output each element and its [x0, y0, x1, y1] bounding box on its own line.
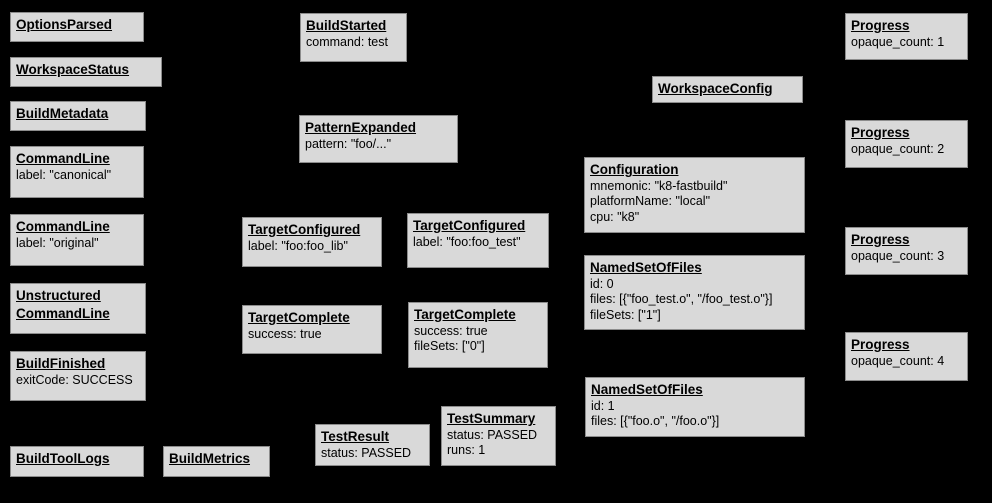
node-title: BuildToolLogs — [16, 451, 110, 466]
node-title: PatternExpanded — [305, 120, 417, 135]
node-detail: opaque_count: 1 — [851, 34, 945, 49]
node-title: CommandLine — [16, 219, 110, 234]
node-detail: cpu: "k8" — [590, 209, 640, 224]
node-detail: opaque_count: 2 — [851, 141, 945, 156]
node-title: TargetConfigured — [413, 218, 526, 233]
workspace-status-node: WorkspaceStatus — [10, 57, 162, 87]
node-title: OptionsParsed — [16, 17, 113, 32]
options-parsed-node: OptionsParsed — [10, 12, 144, 42]
node-detail: status: PASSED — [321, 445, 412, 460]
node-detail: files: [{"foo.o", "/foo.o"}] — [591, 414, 720, 429]
node-title: Progress — [851, 125, 910, 140]
node-detail: id: 1 — [591, 398, 615, 413]
node-detail: pattern: "foo/..." — [305, 136, 392, 151]
node-detail: opaque_count: 4 — [851, 353, 945, 368]
node-title: TargetComplete — [414, 307, 516, 322]
unstructured-command-line-node: Unstructured CommandLine — [10, 283, 146, 334]
node-detail: exitCode: SUCCESS — [16, 372, 133, 387]
node-title: BuildFinished — [16, 356, 106, 371]
build-metadata-node: BuildMetadata — [10, 101, 146, 131]
node-title: Progress — [851, 18, 910, 33]
node-detail: label: "foo:foo_lib" — [248, 238, 348, 253]
node-detail: label: "original" — [16, 235, 99, 250]
node-detail: platformName: "local" — [590, 194, 711, 209]
node-detail: id: 0 — [590, 276, 614, 291]
node-title: Unstructured CommandLine — [16, 288, 110, 321]
node-title: NamedSetOfFiles — [591, 382, 703, 397]
build-metrics-node: BuildMetrics — [163, 446, 270, 477]
node-detail: label: "foo:foo_test" — [413, 234, 521, 249]
node-title: CommandLine — [16, 151, 110, 166]
node-title: WorkspaceStatus — [16, 62, 130, 77]
node-detail: fileSets: ["1"] — [590, 307, 661, 322]
node-detail: files: [{"foo_test.o", "/foo_test.o"}] — [590, 292, 773, 307]
node-detail: label: "canonical" — [16, 167, 112, 182]
node-title: Progress — [851, 337, 910, 352]
node-detail: runs: 1 — [447, 443, 486, 458]
node-detail: status: PASSED — [447, 427, 538, 442]
node-title: WorkspaceConfig — [658, 81, 773, 96]
node-detail: mnemonic: "k8-fastbuild" — [590, 178, 728, 193]
node-detail: fileSets: ["0"] — [414, 339, 485, 354]
node-title: BuildMetadata — [16, 106, 109, 121]
node-title: BuildMetrics — [169, 451, 251, 466]
node-title: NamedSetOfFiles — [590, 260, 702, 275]
node-title: TargetComplete — [248, 310, 350, 325]
node-detail: opaque_count: 3 — [851, 248, 945, 263]
node-title: BuildStarted — [306, 18, 387, 33]
node-title: TestResult — [321, 429, 390, 444]
workspace-config-node: WorkspaceConfig — [652, 76, 803, 103]
node-title: Progress — [851, 232, 910, 247]
node-title: TargetConfigured — [248, 222, 361, 237]
node-title: Configuration — [590, 162, 679, 177]
node-title: TestSummary — [447, 411, 536, 426]
build-tool-logs-node: BuildToolLogs — [10, 446, 144, 477]
node-detail: success: true — [414, 323, 488, 338]
node-detail: command: test — [306, 34, 388, 49]
node-detail: success: true — [248, 326, 322, 341]
